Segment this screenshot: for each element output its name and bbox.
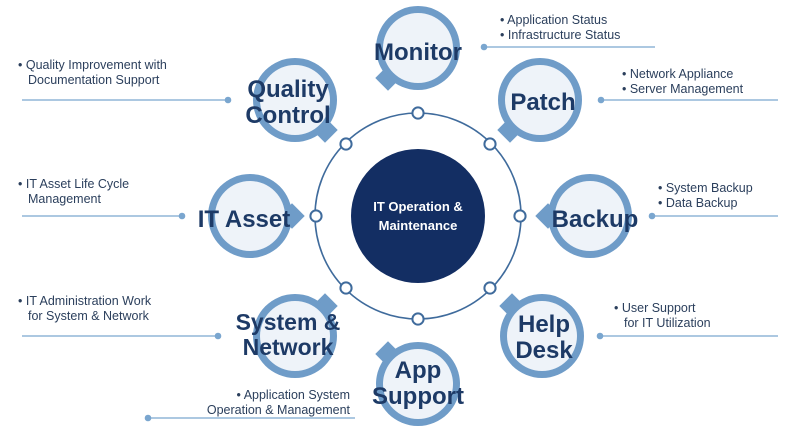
system-network-title-line-1: System & — [236, 309, 341, 335]
monitor-orbit-node — [411, 106, 425, 120]
system-network-desc-line-2: for System & Network — [28, 309, 150, 323]
system-network-bubble-core — [260, 301, 330, 371]
system-network-orbit-node — [339, 281, 353, 295]
system-network-leader-dot — [214, 332, 222, 340]
patch-desc-line-2: • Server Management — [622, 82, 744, 96]
help-desk-orbit-node — [483, 281, 497, 295]
backup-orbit-node — [513, 209, 527, 223]
patch-leader-dot — [597, 96, 605, 104]
orbit-nodes — [309, 106, 527, 326]
help-desk-leader-dot — [596, 332, 604, 340]
quality-control-bubble-core — [260, 65, 330, 135]
app-support-orbit-node — [411, 312, 425, 326]
patch-orbit-node — [483, 137, 497, 151]
center-circle — [351, 149, 485, 283]
leader-lines — [22, 43, 778, 422]
app-support-desc-line-2: Operation & Management — [207, 403, 351, 417]
patch-title-line-1: Patch — [510, 89, 575, 116]
patch-bubble-core — [505, 65, 575, 135]
app-support-title-line-2: Support — [372, 383, 464, 410]
it-asset-bubble: IT Asset — [198, 174, 305, 258]
it-asset-title-line-1: IT Asset — [198, 206, 290, 233]
monitor-bubble: Monitor — [374, 6, 462, 91]
monitor-desc-line-2: • Infrastructure Status — [500, 28, 620, 42]
it-asset-desc-line-1: • IT Asset Life Cycle — [18, 177, 129, 191]
quality-control-orbit-node — [339, 137, 353, 151]
monitor-leader-dot — [480, 43, 488, 51]
app-support-leader-dot — [144, 414, 152, 422]
app-support-desc-line-1: • Application System — [237, 388, 350, 402]
quality-control-desc-line-2: Documentation Support — [28, 73, 160, 87]
service-descriptions: • Application Status• Infrastructure Sta… — [18, 13, 753, 417]
help-desk-title-line-1: Help — [518, 311, 570, 338]
center-title-line-2: Maintenance — [379, 218, 458, 233]
patch-bubble: Patch — [497, 58, 582, 143]
help-desk-desc-line-1: • User Support — [614, 301, 696, 315]
it-asset-orbit-node — [309, 209, 323, 223]
quality-control-leader-dot — [224, 96, 232, 104]
it-asset-desc-line-2: Management — [28, 192, 101, 206]
backup-title-line-1: Backup — [552, 206, 639, 233]
center-title-line-1: IT Operation & — [373, 199, 463, 214]
monitor-title-line-1: Monitor — [374, 39, 462, 66]
backup-desc-line-1: • System Backup — [658, 181, 753, 195]
app-support-title-line-1: App — [395, 357, 442, 384]
help-desk-bubble-core — [507, 301, 577, 371]
service-bubbles: MonitorPatchBackupHelpDeskAppSupportSyst… — [198, 6, 638, 426]
backup-bubble-core — [555, 181, 625, 251]
monitor-bubble-core — [383, 13, 453, 83]
help-desk-title-line-2: Desk — [515, 337, 573, 364]
quality-control-title-line-1: Quality — [247, 76, 329, 103]
backup-bubble: Backup — [535, 174, 638, 258]
monitor-desc-line-1: • Application Status — [500, 13, 607, 27]
patch-desc-line-1: • Network Appliance — [622, 67, 733, 81]
quality-control-title-line-2: Control — [245, 102, 330, 129]
backup-leader-dot — [648, 212, 656, 220]
app-support-bubble-core — [383, 349, 453, 419]
system-network-desc-line-1: • IT Administration Work — [18, 294, 152, 308]
system-network-bubble: System &Network — [236, 293, 341, 378]
system-network-title-line-2: Network — [243, 334, 334, 360]
quality-control-desc-line-1: • Quality Improvement with — [18, 58, 167, 72]
it-asset-leader-dot — [178, 212, 186, 220]
it-asset-bubble-core — [215, 181, 285, 251]
help-desk-desc-line-2: for IT Utilization — [624, 316, 711, 330]
backup-desc-line-2: • Data Backup — [658, 196, 737, 210]
